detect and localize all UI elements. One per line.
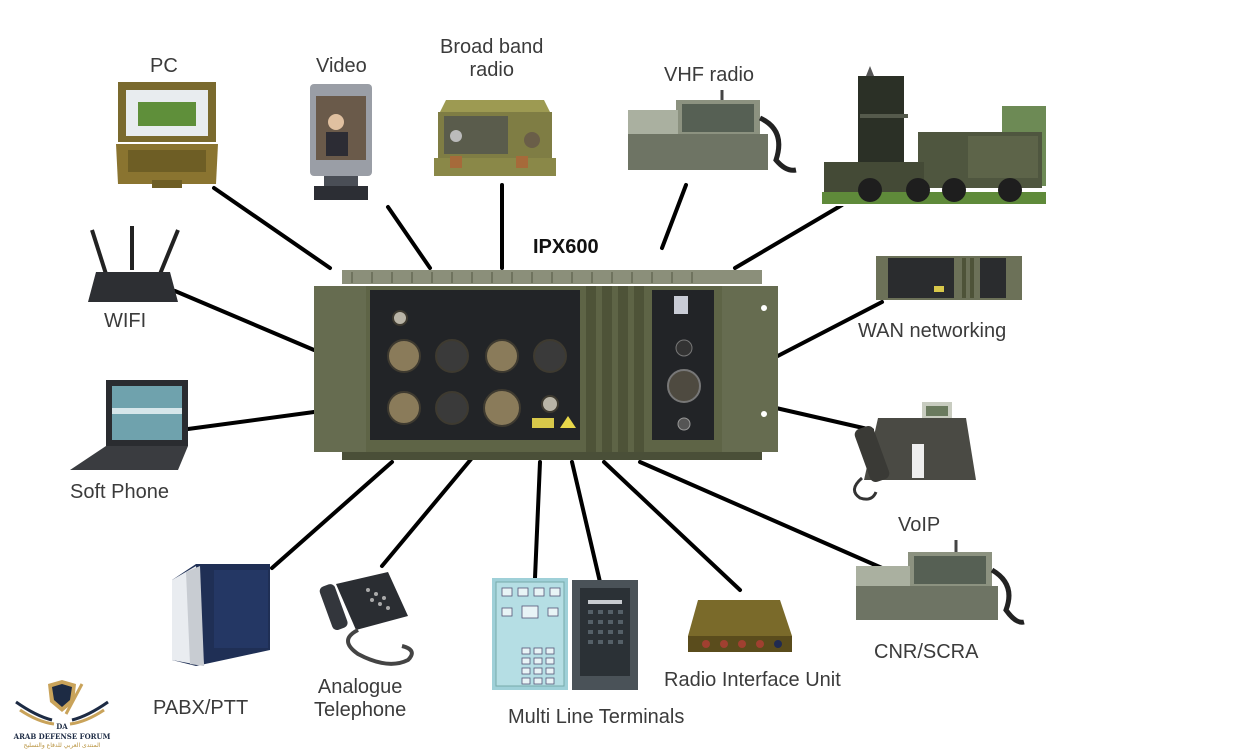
arab-defense-forum-watermark: DA ARAB DEFENSE FORUM المنتدى العربي للد… [6,680,118,754]
pabx-ptt-cabinet-image [172,564,270,666]
soft-phone-label: Soft Phone [70,481,169,503]
broadband-radio-label: Broad band radio [440,36,543,82]
link-voip [774,406,874,432]
link-riu [602,460,742,592]
watermark-name: ARAB DEFENSE FORUM [13,732,111,741]
multi-line-terminals-label: Multi Line Terminals [508,706,685,728]
analogue-telephone-image [319,572,414,666]
military-vehicle-image [822,66,1046,206]
analogue-telephone-label: Analogue Telephone [314,676,406,722]
video-label: Video [316,55,367,77]
wan-networking-device-image [876,256,1022,300]
analogue-telephone-label-line-1: Analogue [317,676,403,698]
watermark-arabic-name: المنتدى العربي للدفاع والتسليح [23,742,101,749]
link-mlt-1 [533,460,542,580]
radio-interface-unit-image [688,600,792,652]
watermark-initials: DA [56,722,68,731]
video-terminal-image [310,84,372,200]
broadband-radio-label-line-2: radio [469,59,514,81]
cnr-scra-label: CNR/SCRA [874,641,979,663]
broadband-radio-label-line-1: Broad band [440,36,544,58]
radio-interface-unit-label: Radio Interface Unit [664,669,841,691]
analogue-telephone-label-line-2: Telephone [314,699,407,721]
vhf-radio-image [628,90,797,173]
soft-phone-laptop-image [70,380,188,470]
broadband-radio-image [434,100,556,176]
ipx600-device [314,270,778,460]
shield-wings-logo-icon [15,680,109,726]
vhf-radio-label: VHF radio [664,64,755,86]
cnr-scra-radio-image [856,540,1025,625]
link-vehicle [733,203,844,270]
link-video [386,205,432,270]
link-analogue [380,456,474,568]
link-cnr [638,460,884,570]
link-mlt-2 [570,460,602,584]
multi-line-terminal-dark-panel-image [572,580,638,690]
link-vhf [660,183,688,250]
pabx-ptt-label: PABX/PTT [153,697,249,719]
hub-title: IPX600 [533,236,599,258]
wan-networking-label: WAN networking [858,320,1007,342]
link-softphone [186,410,316,431]
link-pabx [270,460,394,570]
voip-label: VoIP [898,514,941,536]
link-wifi [173,289,316,352]
link-pc [212,186,332,270]
pc-label: PC [150,55,178,77]
pc-rugged-laptop-image [116,82,218,188]
voip-phone-image [853,402,976,501]
wifi-router-image [88,226,180,302]
wifi-label: WIFI [104,310,147,332]
multi-line-terminal-keypad-image [492,578,568,690]
link-wan [768,300,884,362]
